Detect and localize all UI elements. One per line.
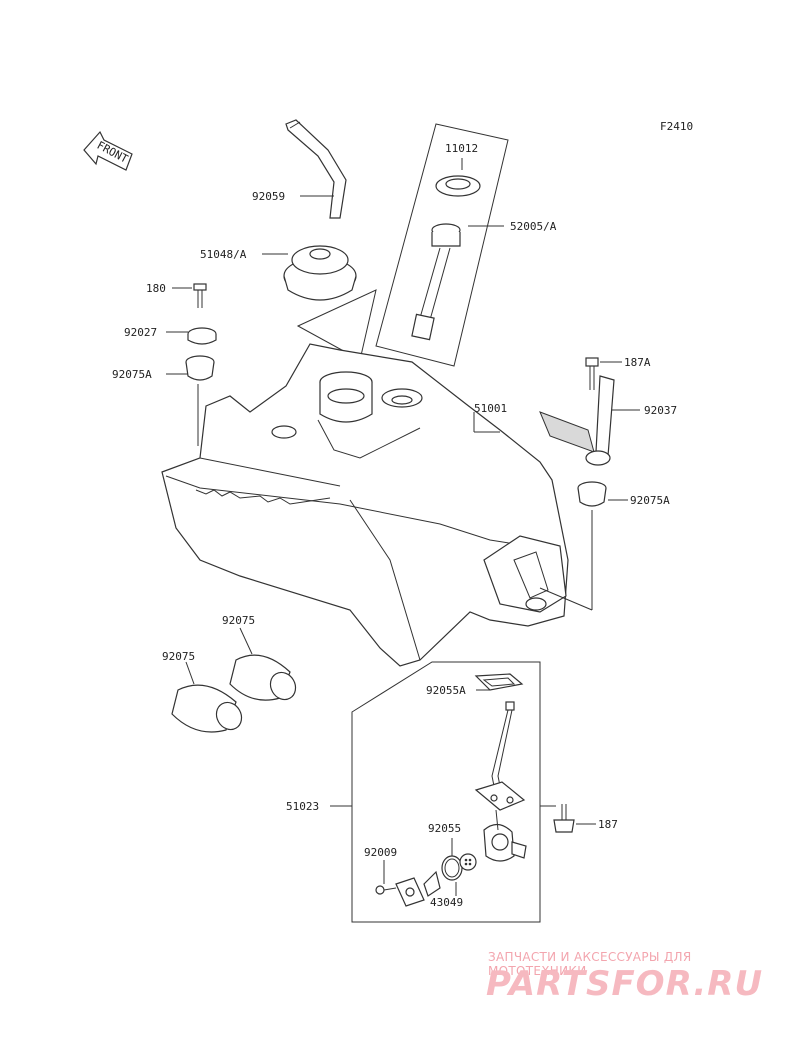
filter-43049 — [459, 853, 477, 871]
vent-hose — [285, 119, 347, 219]
watermark-tagline: ЗАПЧАСТИ И АКСЕССУАРЫ ДЛЯ МОТОТЕХНИКИ — [488, 950, 692, 978]
collar-92027 — [187, 327, 217, 345]
label-92037: 92037 — [644, 404, 677, 417]
label-92055A: 92055A — [426, 684, 466, 697]
screw-92009 — [375, 885, 397, 895]
figure-code: F2410 — [660, 120, 693, 133]
bolt-187A — [585, 357, 599, 390]
fuel-cock-group-outline — [351, 661, 541, 923]
label-92055: 92055 — [428, 822, 461, 835]
fuel-gauge — [411, 223, 461, 341]
fuel-tank — [161, 343, 569, 667]
gasket-11012 — [435, 175, 481, 197]
label-92075-a: 92075 — [222, 614, 255, 627]
label-51023: 51023 — [286, 800, 319, 813]
gauge-bracket-outline — [375, 123, 509, 367]
label-180: 180 — [146, 282, 166, 295]
watermark-logo: PARTSFOR.RU — [486, 964, 764, 1004]
label-187A: 187A — [624, 356, 651, 369]
label-43049: 43049 — [430, 896, 463, 909]
label-52005A: 52005/A — [510, 220, 557, 233]
cover-plate — [395, 877, 425, 907]
tube-92075-a — [229, 654, 297, 701]
damper-92075A-left — [185, 355, 215, 381]
label-51048A: 51048/A — [200, 248, 247, 261]
gasket-92055A — [474, 673, 524, 691]
fuel-cap — [283, 245, 357, 301]
fuel-cock — [474, 701, 527, 862]
label-187: 187 — [598, 818, 618, 831]
bolt-187 — [553, 804, 575, 833]
bolt-180 — [193, 283, 207, 308]
label-51001: 51001 — [474, 402, 507, 415]
damper-92075A-right — [577, 481, 607, 507]
label-92059: 92059 — [252, 190, 285, 203]
cap-bracket-outline — [296, 289, 377, 361]
oring-92055 — [441, 855, 463, 881]
label-92075-b: 92075 — [162, 650, 195, 663]
front-arrow-icon: FRONT — [83, 130, 133, 171]
label-92027: 92027 — [124, 326, 157, 339]
lever — [423, 870, 441, 897]
label-92009: 92009 — [364, 846, 397, 859]
label-11012: 11012 — [445, 142, 478, 155]
tube-92075-b — [171, 684, 243, 733]
label-92075A-right: 92075A — [630, 494, 670, 507]
bracket-92037 — [539, 375, 615, 466]
label-92075A-left: 92075A — [112, 368, 152, 381]
